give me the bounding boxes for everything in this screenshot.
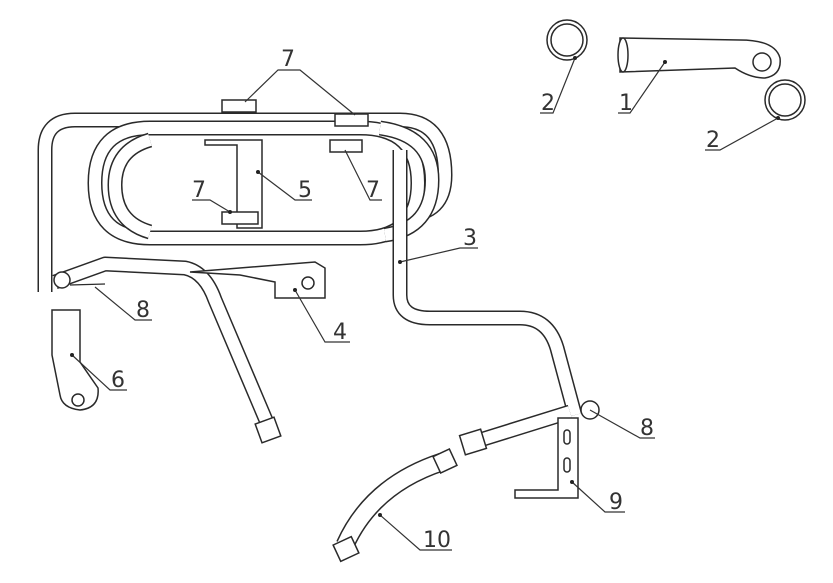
clip-2b: [764, 79, 806, 121]
callout-9: 9: [609, 490, 623, 515]
clamps-8: [53, 271, 600, 420]
callout-4: 4: [333, 320, 347, 345]
callout-10: 10: [423, 528, 451, 553]
callout-8: 8: [136, 298, 150, 323]
tube-frame: [37, 112, 453, 292]
callout-2: 2: [706, 128, 720, 153]
elbow-1: [617, 37, 781, 79]
tube-3: [392, 150, 583, 456]
callout-2: 2: [541, 91, 555, 116]
bracket-5: [204, 139, 263, 229]
callout-7: 7: [366, 178, 380, 203]
callout-1: 1: [619, 91, 633, 116]
callout-3: 3: [463, 226, 477, 251]
clamps-7: [221, 99, 369, 225]
callout-6: 6: [111, 368, 125, 393]
clip-2a: [546, 19, 588, 61]
leader-dots: [70, 56, 780, 517]
bracket-6: [51, 309, 99, 411]
bracket-9: [514, 417, 579, 499]
callout-7: 7: [192, 178, 206, 203]
callout-7: 7: [281, 47, 295, 72]
tube-left-lower: [52, 256, 282, 444]
callout-8: 8: [640, 416, 654, 441]
leader-lines: [71, 57, 779, 551]
hose-10: [332, 448, 458, 563]
callout-5: 5: [298, 178, 312, 203]
